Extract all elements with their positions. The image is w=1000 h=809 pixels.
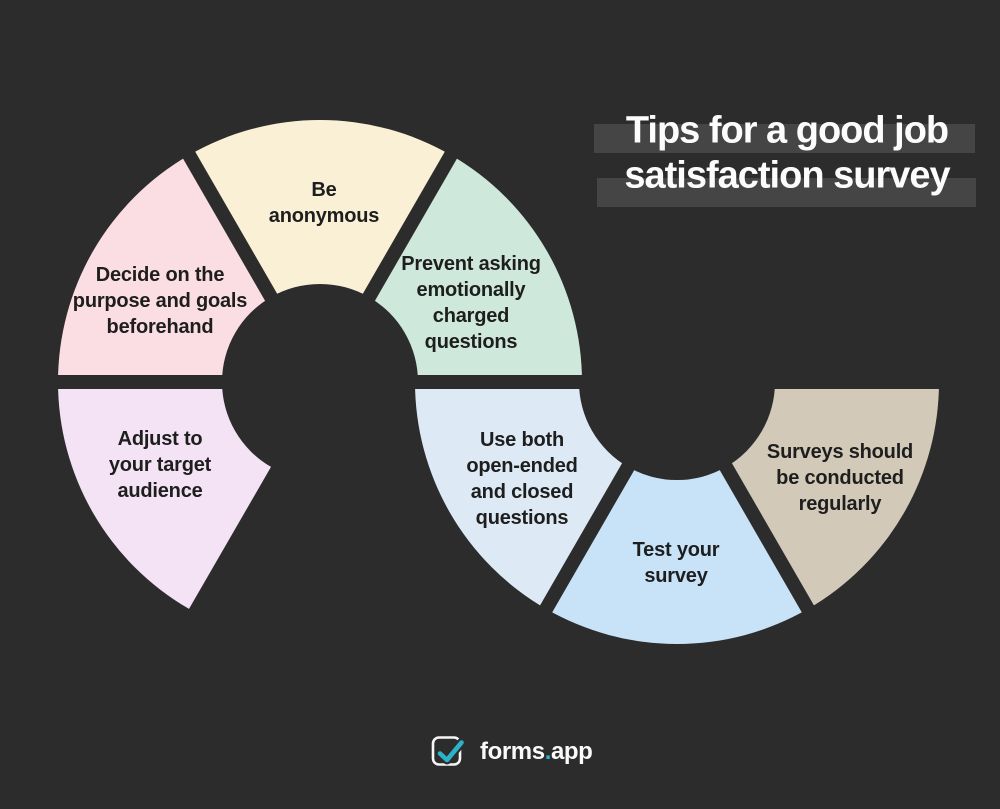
page-title-line-1: Tips for a good job [625, 109, 949, 152]
segment-shape-test-survey [546, 466, 808, 645]
logo-dot: . [544, 738, 552, 765]
logo-tld: app [550, 738, 593, 765]
segment-label-adjust-audience: Adjust to your target audience [108, 428, 212, 502]
page-title-line-2: satisfaction survey [624, 154, 950, 197]
forms-app-wordmark: forms.app [480, 738, 593, 766]
segment-label-conduct-regularly: Surveys should be conducted regularly [766, 441, 914, 515]
forms-app-logo: forms.app [430, 733, 593, 771]
segment-shape-adjust-audience [58, 382, 271, 609]
segment-label-prevent-questions: Prevent asking emotionally charged quest… [401, 253, 541, 353]
segment-shape-be-anonymous [189, 119, 451, 298]
segment-label-be-anonymous: Be anonymous [268, 179, 380, 227]
forms-app-checkmark-icon [431, 736, 466, 766]
segment-gap-lines [38, 131, 962, 633]
segment-label-test-survey: Test your survey [632, 539, 720, 587]
title-highlight-bar-1 [594, 124, 975, 153]
logo-name: forms [480, 738, 545, 765]
segment-label-decide-purpose: Decide on the purpose and goals beforeha… [72, 264, 248, 338]
title-highlight-bar-2 [597, 178, 976, 207]
segment-label-open-closed-questions: Use both open-ended and closed questions [466, 429, 578, 529]
